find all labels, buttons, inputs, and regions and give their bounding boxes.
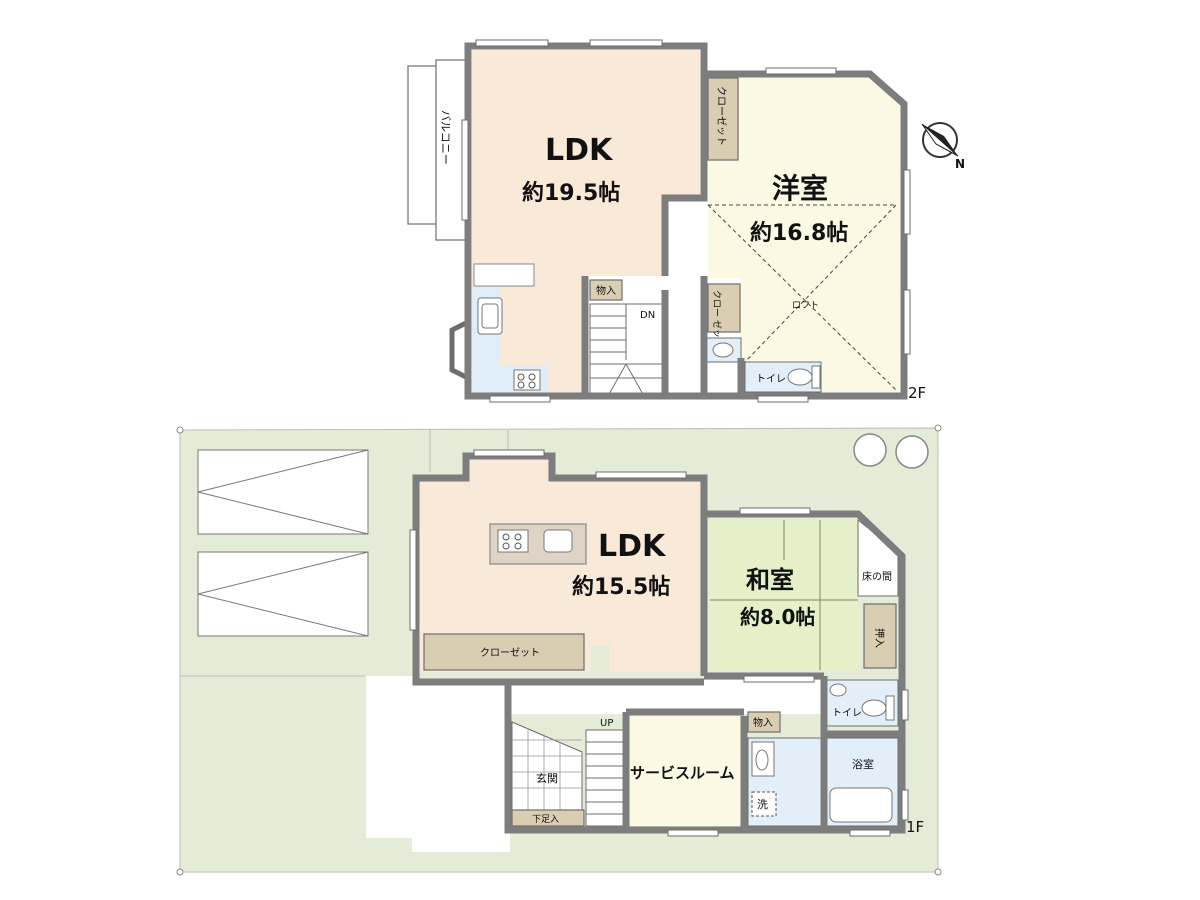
kitchen-counter-1f <box>489 523 587 565</box>
ldk-2f-area: 約19.5帖 <box>522 180 620 206</box>
stove-icon <box>513 369 541 391</box>
ldk-1f-area: 約15.5帖 <box>572 574 670 600</box>
floor-2-label: 2F <box>908 384 926 402</box>
loft-label: ロフト <box>792 301 819 311</box>
ldk-2f <box>472 50 700 398</box>
storage-2f <box>589 279 623 301</box>
shoe-box-label: 下足入 <box>532 814 559 825</box>
oshiire <box>863 603 897 669</box>
toilet-1f-label: トイレ <box>832 708 862 719</box>
closet-upper <box>707 77 739 161</box>
floor-2: バルコニー クローゼット クロー ゼット 物入 DN <box>407 39 965 403</box>
western-room <box>708 74 900 392</box>
western-area: 約16.8帖 <box>750 220 848 246</box>
entrance-label: 玄関 <box>536 771 558 785</box>
service-room <box>628 716 742 826</box>
balcony-label: バルコニー <box>439 110 452 165</box>
parking-space-1 <box>197 449 369 535</box>
loft-outline <box>707 204 897 391</box>
stairs-down-label: DN <box>640 310 655 321</box>
compass-label: N <box>955 157 965 171</box>
storage-1f-label: 物入 <box>753 716 773 729</box>
bath-label: 浴室 <box>852 757 874 771</box>
stairs-1f <box>585 729 627 827</box>
closet-1f <box>423 633 585 671</box>
parking-space-2 <box>197 551 369 637</box>
toilet-2f-label: トイレ <box>756 374 786 385</box>
floor-1: クローゼット LDK 約15.5帖 床の間 押入 和室 約8.0帖 トイレ 物入… <box>176 424 942 876</box>
stairs-up-label: UP <box>600 718 613 729</box>
oshiire-label: 押入 <box>873 628 886 648</box>
compass-icon <box>921 122 959 158</box>
closet-small <box>707 283 741 333</box>
washer-icon <box>751 791 777 817</box>
western-title: 洋室 <box>772 172 828 205</box>
ldk-1f-title: LDK <box>598 529 667 564</box>
closet-small-label: クロー ゼット <box>711 290 723 347</box>
stairs-2f <box>589 303 663 397</box>
ldk-2f-title: LDK <box>545 133 614 168</box>
floor-1-label: 1F <box>906 818 924 836</box>
service-room-label: サービスルーム <box>630 764 735 782</box>
washer-label: 洗 <box>757 798 768 811</box>
tokonoma-label: 床の間 <box>862 570 892 583</box>
closet-1f-label: クローゼット <box>480 647 540 659</box>
tree-icon <box>853 433 929 469</box>
shoe-box <box>511 809 585 827</box>
storage-1f <box>747 711 781 733</box>
japanese-title: 和室 <box>746 566 794 594</box>
ldk-1f <box>420 460 700 672</box>
japanese-area: 約8.0帖 <box>740 605 815 629</box>
closet-upper-label: クローゼット <box>715 86 727 146</box>
bathtub-icon <box>829 787 893 823</box>
storage-2f-label: 物入 <box>596 284 616 297</box>
